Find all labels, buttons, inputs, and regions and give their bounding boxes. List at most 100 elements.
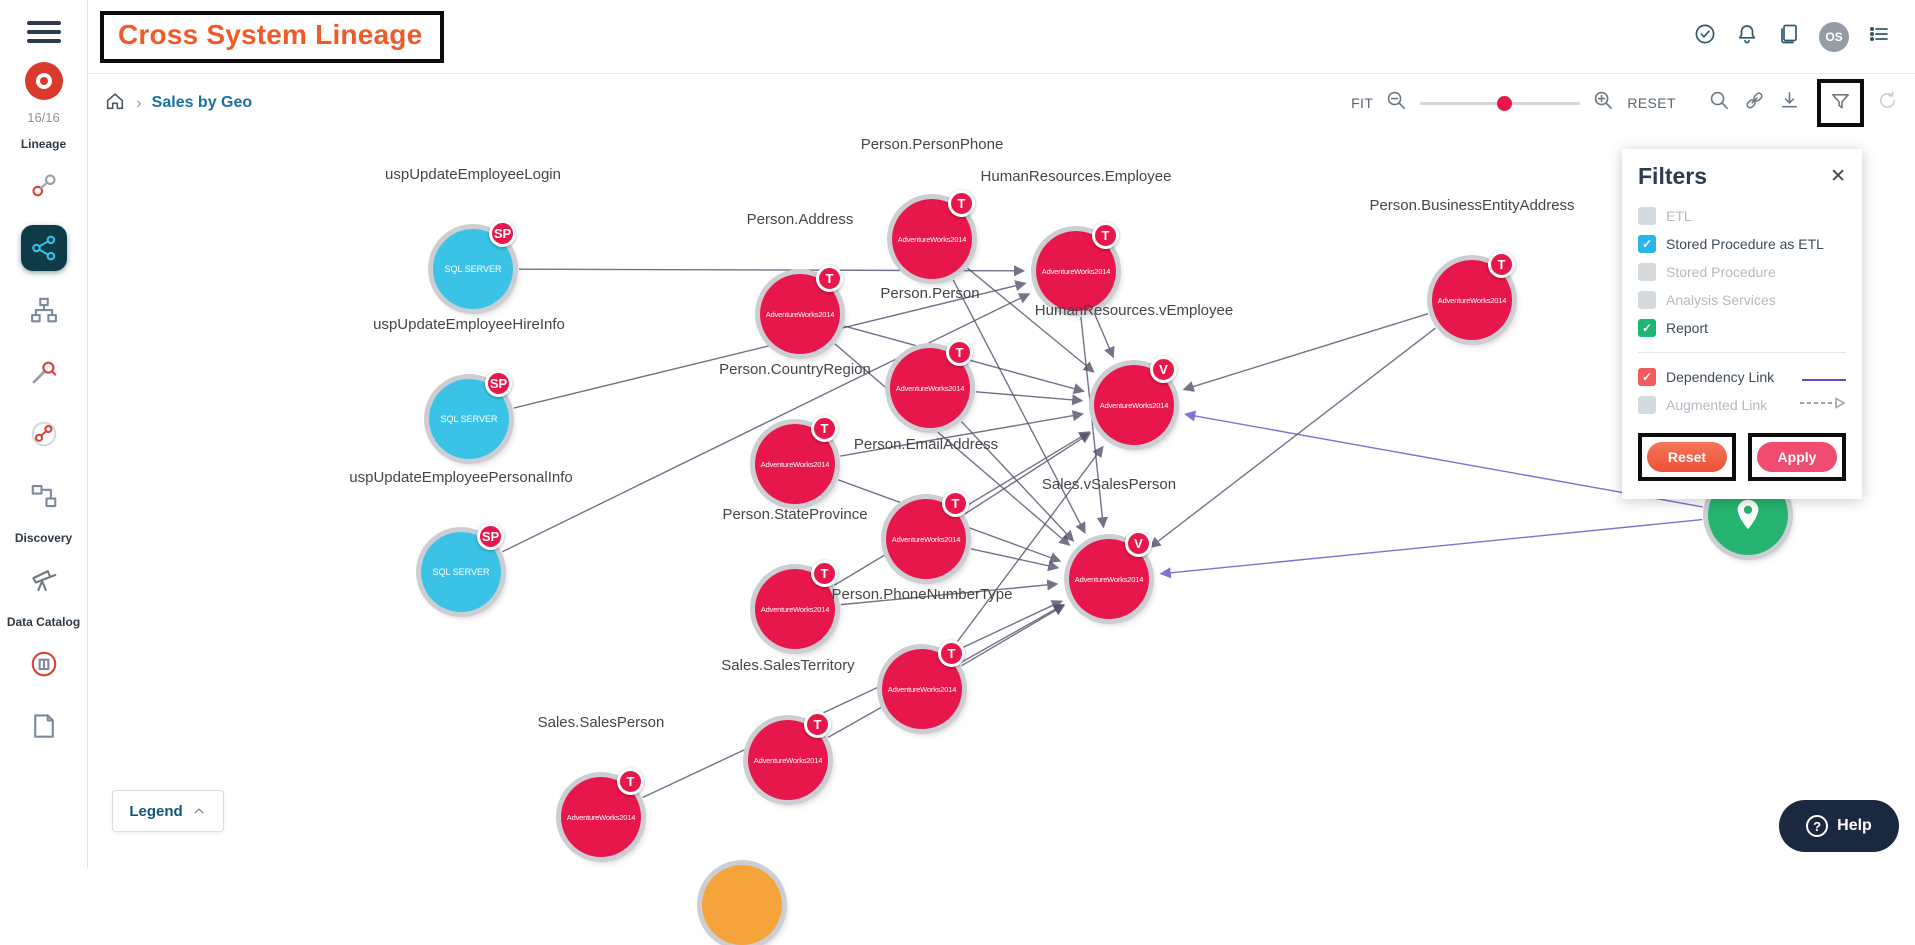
edge-Person.EmailAddress-to-Sales.vSalesPerson [970, 548, 1060, 572]
zoom-slider[interactable] [1420, 95, 1581, 111]
node-type-badge: T [942, 490, 969, 517]
user-avatar[interactable]: OS [1819, 21, 1849, 52]
legend-toggle[interactable]: Legend [112, 790, 224, 832]
link-icon[interactable] [1743, 89, 1766, 117]
checkbox[interactable] [1638, 263, 1656, 281]
node-type-badge: SP [477, 523, 504, 550]
release-notes-icon[interactable] [1777, 22, 1801, 51]
breadcrumb-current[interactable]: Sales by Geo [151, 94, 253, 111]
node-label-Person.PersonPhone: Person.PersonPhone [860, 136, 1004, 153]
node-type-badge: T [811, 415, 838, 442]
graph-node-HumanResources.Employee[interactable]: AdventureWorks2014 T [1036, 222, 1119, 311]
map-pin-icon [1737, 499, 1759, 530]
verified-status-icon[interactable] [1693, 22, 1717, 51]
close-icon[interactable]: ✕ [1830, 166, 1846, 187]
search-icon[interactable] [1708, 89, 1731, 117]
edge-Person.BusinessEntityAddress-to-Sales.vSalesPerson [1149, 327, 1436, 548]
node-label-uspUpdateEmployeePersonalInfo: uspUpdateEmployeePersonalInfo [349, 469, 573, 486]
checkbox[interactable]: ✓ [1638, 368, 1656, 386]
node-label-Sales.vSalesPerson: Sales.vSalesPerson [1041, 476, 1177, 493]
zoom-slider-knob[interactable] [1497, 96, 1513, 111]
refresh-icon[interactable] [1876, 89, 1899, 117]
task-list-icon[interactable] [1867, 22, 1891, 51]
filter-checkbox-stored-procedure-as-etl[interactable]: ✓Stored Procedure as ETL [1638, 230, 1846, 258]
node-source-label: AdventureWorks2014 [1041, 266, 1111, 276]
checkbox[interactable] [1638, 207, 1656, 225]
edge-Sales.SalesPerson-to-Sales.vSalesPerson [642, 600, 1063, 799]
checkbox[interactable]: ✓ [1638, 319, 1656, 337]
fit-button[interactable]: FIT [1351, 95, 1374, 111]
reset-view-button[interactable]: RESET [1627, 95, 1676, 111]
annotation-box-filter [1817, 79, 1864, 127]
node-source-label: AdventureWorks2014 [760, 604, 830, 614]
edge-Person.Person-to-Sales.vSalesPerson [960, 421, 1075, 542]
reset-button[interactable]: Reset [1647, 442, 1727, 472]
lineage-overview-icon[interactable] [21, 163, 67, 209]
home-icon[interactable] [104, 90, 126, 117]
catalog-doc-icon[interactable] [21, 703, 67, 749]
node-label-uspUpdateEmployeeLogin: uspUpdateEmployeeLogin [385, 166, 561, 183]
data-flow-icon[interactable] [21, 411, 67, 457]
checkbox[interactable]: ✓ [1638, 235, 1656, 253]
edge-HumanResources.Employee-to-Sales.vSalesPerson [1080, 316, 1108, 529]
cross-system-lineage-icon[interactable] [20, 225, 67, 271]
inner-system-lineage-icon[interactable] [21, 287, 67, 333]
node-label-Person.EmailAddress: Person.EmailAddress [853, 436, 999, 453]
filter-funnel-icon[interactable] [1829, 93, 1852, 117]
section-label-lineage: Lineage [20, 137, 67, 151]
filter-checkbox-analysis-services[interactable]: Analysis Services [1638, 286, 1846, 314]
checkbox[interactable] [1638, 396, 1656, 414]
section-label-data-catalog: Data Catalog [6, 615, 81, 629]
catalog-circle-icon[interactable] [21, 641, 67, 687]
node-type-badge: SP [485, 370, 512, 397]
checkbox[interactable] [1638, 291, 1656, 309]
notifications-bell-icon[interactable] [1735, 22, 1759, 51]
node-label-HumanResources.Employee: HumanResources.Employee [980, 168, 1172, 185]
edge-Person.Address-to-Sales.vSalesPerson [834, 343, 1071, 546]
node-source-label: AdventureWorks2014 [891, 534, 961, 544]
checkbox-label: Report [1666, 320, 1709, 336]
node-type-badge: T [1092, 222, 1119, 249]
canvas-toolbar: › Sales by Geo FIT RESET [88, 74, 1915, 132]
node-label-Sales.SalesTerritory: Sales.SalesTerritory [721, 657, 855, 674]
tools-icon[interactable] [21, 349, 67, 395]
zoom-in-icon[interactable] [1592, 89, 1615, 117]
edge-report-sales-by-geo-to-HumanResources.vEmployee [1184, 410, 1703, 508]
hierarchy-icon[interactable] [21, 473, 67, 519]
filter-checkbox-etl[interactable]: ETL [1638, 202, 1846, 230]
node-type-badge: V [1125, 530, 1152, 557]
zoom-out-icon[interactable] [1385, 89, 1408, 117]
node-source-label: AdventureWorks2014 [897, 234, 967, 244]
node-source-label: AdventureWorks2014 [760, 459, 830, 469]
checkbox-label: Analysis Services [1666, 292, 1776, 308]
filter-checkbox-report[interactable]: ✓ Report [1638, 314, 1846, 342]
node-type-badge: T [1488, 251, 1515, 278]
download-icon[interactable] [1778, 89, 1801, 117]
license-counter: 16/16 [27, 110, 60, 125]
filter-checkbox-augmented-link[interactable]: Augmented Link [1638, 391, 1846, 419]
checkbox-label: Dependency Link [1666, 369, 1775, 385]
hamburger-menu-icon[interactable] [26, 16, 61, 48]
filter-checkbox-stored-procedure[interactable]: Stored Procedure [1638, 258, 1846, 286]
graph-node-Person.CountryRegion[interactable]: AdventureWorks2014 T [755, 415, 838, 504]
discovery-telescope-icon[interactable] [21, 557, 67, 603]
graph-node-partial-node[interactable] [702, 865, 782, 945]
graph-node-Person.EmailAddress[interactable]: AdventureWorks2014 T [886, 490, 969, 579]
help-button[interactable]: ? Help [1779, 800, 1899, 852]
apply-button[interactable]: Apply [1757, 442, 1837, 472]
filter-checkbox-dependency-link[interactable]: ✓ Dependency Link [1638, 363, 1846, 391]
